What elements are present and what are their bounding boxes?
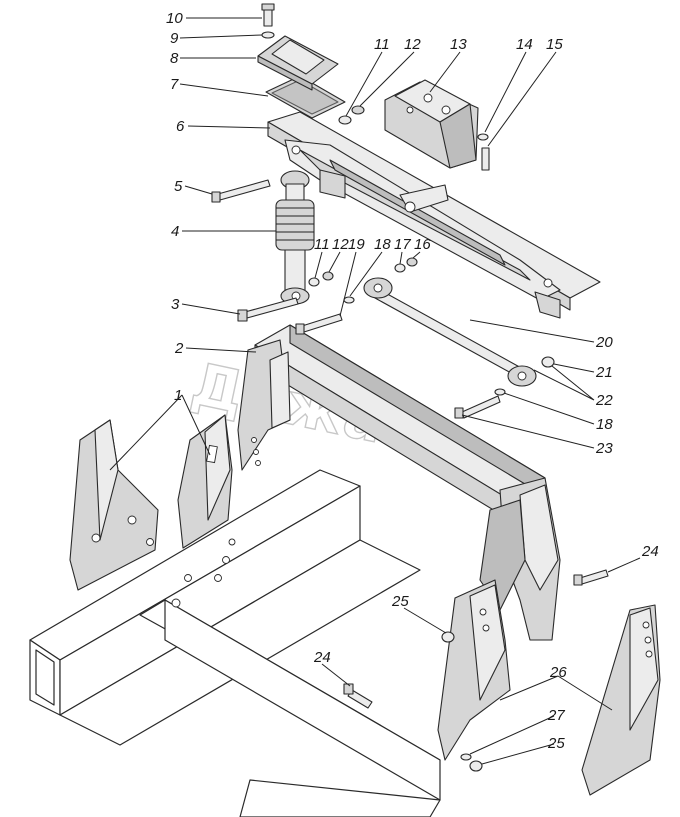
callout-18-top: 18 — [374, 236, 391, 253]
callout-6: 6 — [176, 118, 185, 135]
nut-12-mid — [322, 271, 334, 281]
nut-12-top — [351, 105, 365, 115]
bracket-26-right — [581, 604, 661, 796]
bolt-5 — [211, 179, 271, 203]
nut-11-mid — [308, 277, 320, 287]
callout-24-right: 24 — [641, 543, 659, 560]
spring-assembly-6 — [267, 111, 601, 319]
washer-18-top — [343, 296, 355, 304]
callout-13: 13 — [450, 36, 467, 53]
nut-11-top — [338, 115, 352, 125]
callout-12-top: 12 — [404, 36, 421, 53]
frame-hole — [171, 598, 181, 608]
callout-14: 14 — [516, 36, 533, 53]
callout-2: 2 — [174, 340, 184, 357]
callout-3: 3 — [171, 296, 180, 313]
callout-12-mid: 12 — [332, 236, 349, 253]
callout-5: 5 — [174, 178, 183, 195]
callout-23: 23 — [595, 440, 613, 457]
rubber-pad-7 — [265, 75, 346, 119]
bracket-left-1b — [177, 414, 233, 549]
nut-25-top — [441, 631, 455, 643]
callout-25-top: 25 — [391, 593, 409, 610]
bracket-left-1 — [69, 419, 159, 591]
rod-20 — [363, 277, 537, 387]
callout-11-top: 11 — [374, 36, 390, 53]
nut-21 — [541, 356, 555, 368]
bolt-19 — [295, 313, 343, 335]
leader-lines — [109, 17, 641, 765]
nut-16 — [406, 257, 418, 267]
callout-17: 17 — [394, 236, 411, 253]
callout-18-low: 18 — [596, 416, 613, 433]
washer-14 — [477, 133, 489, 141]
buffer-8 — [257, 35, 339, 91]
bracket-13 — [384, 79, 479, 169]
callout-27: 27 — [547, 707, 565, 724]
bolt-10 — [261, 3, 275, 27]
nut-25-bottom — [469, 760, 483, 772]
bolt-15 — [481, 147, 490, 171]
callout-15: 15 — [546, 36, 563, 53]
callout-4: 4 — [171, 223, 179, 240]
bolt-23 — [454, 395, 501, 419]
nut-17 — [394, 263, 406, 273]
callout-8: 8 — [170, 50, 179, 67]
bracket-26-left — [437, 579, 511, 761]
washer-27 — [460, 753, 472, 761]
vehicle-frame — [29, 469, 441, 817]
callout-11-mid: 11 — [314, 236, 330, 253]
callout-1: 1 — [174, 387, 182, 404]
bolt-24-left — [343, 683, 373, 709]
callout-7: 7 — [170, 76, 179, 93]
callout-21: 21 — [595, 364, 613, 381]
shock-absorber-4 — [275, 170, 315, 305]
callout-26: 26 — [549, 664, 567, 681]
callout-22: 22 — [595, 392, 613, 409]
bolt-3 — [237, 297, 299, 322]
callout-20: 20 — [595, 334, 613, 351]
bolt-24-right — [573, 569, 609, 586]
callout-24-left: 24 — [313, 649, 331, 666]
callout-19: 19 — [348, 236, 365, 253]
crossmember-2 — [237, 324, 561, 641]
washer-18-low — [494, 388, 506, 396]
callout-labels: 10 9 8 7 6 5 4 3 2 1 11 12 13 14 15 11 1… — [166, 10, 659, 752]
callout-25-bottom: 25 — [547, 735, 565, 752]
callout-16: 16 — [414, 236, 431, 253]
callout-10: 10 — [166, 10, 183, 27]
washer-9 — [261, 31, 275, 39]
callout-9: 9 — [170, 30, 179, 47]
